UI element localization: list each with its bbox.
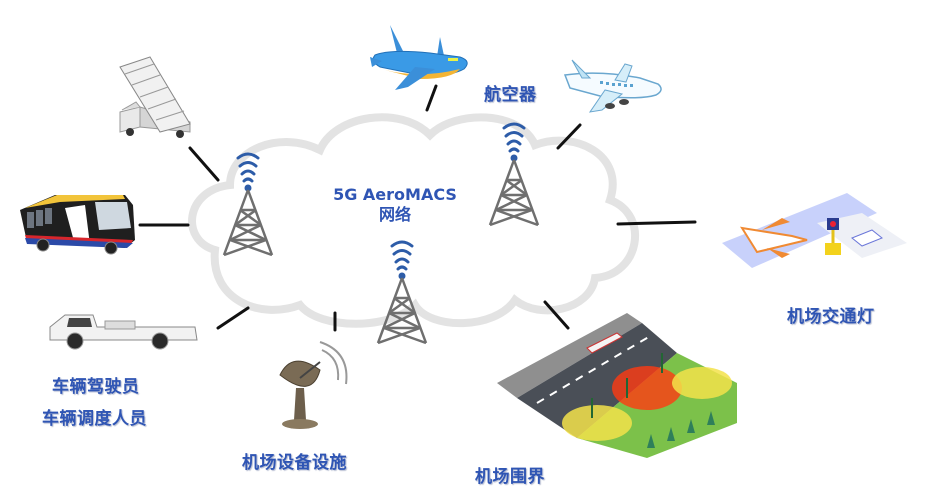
- traffic-light-label: 机场交通灯: [787, 307, 875, 327]
- perimeter-label: 机场围界: [475, 467, 545, 487]
- connection-lines: [138, 84, 697, 332]
- satellite-dish-icon: [279, 341, 348, 429]
- airplane-icon: [563, 59, 662, 113]
- vehicle-driver-label: 车辆驾驶员: [52, 377, 140, 397]
- airplane-icon: [370, 25, 468, 90]
- cell-tower-icon: [376, 240, 428, 345]
- airport-traffic-light-icon: [722, 193, 907, 268]
- boarding-stairs-truck-icon: [119, 56, 191, 138]
- network-title-line1: 5G AeroMACS: [333, 185, 457, 204]
- network-title-line2: 网络: [378, 205, 411, 224]
- airport-perimeter-fence-icon: [497, 313, 737, 458]
- tow-tractor-icon: [49, 314, 198, 350]
- aircraft-label: 航空器: [484, 85, 537, 105]
- cell-tower-icon: [488, 122, 540, 227]
- vehicle-dispatcher-label: 车辆调度人员: [42, 409, 147, 429]
- facilities-label: 机场设备设施: [242, 453, 347, 473]
- network-title: 5G AeroMACS 网络: [310, 185, 480, 225]
- airport-shuttle-bus-icon: [20, 195, 135, 255]
- cell-tower-icon: [222, 152, 274, 257]
